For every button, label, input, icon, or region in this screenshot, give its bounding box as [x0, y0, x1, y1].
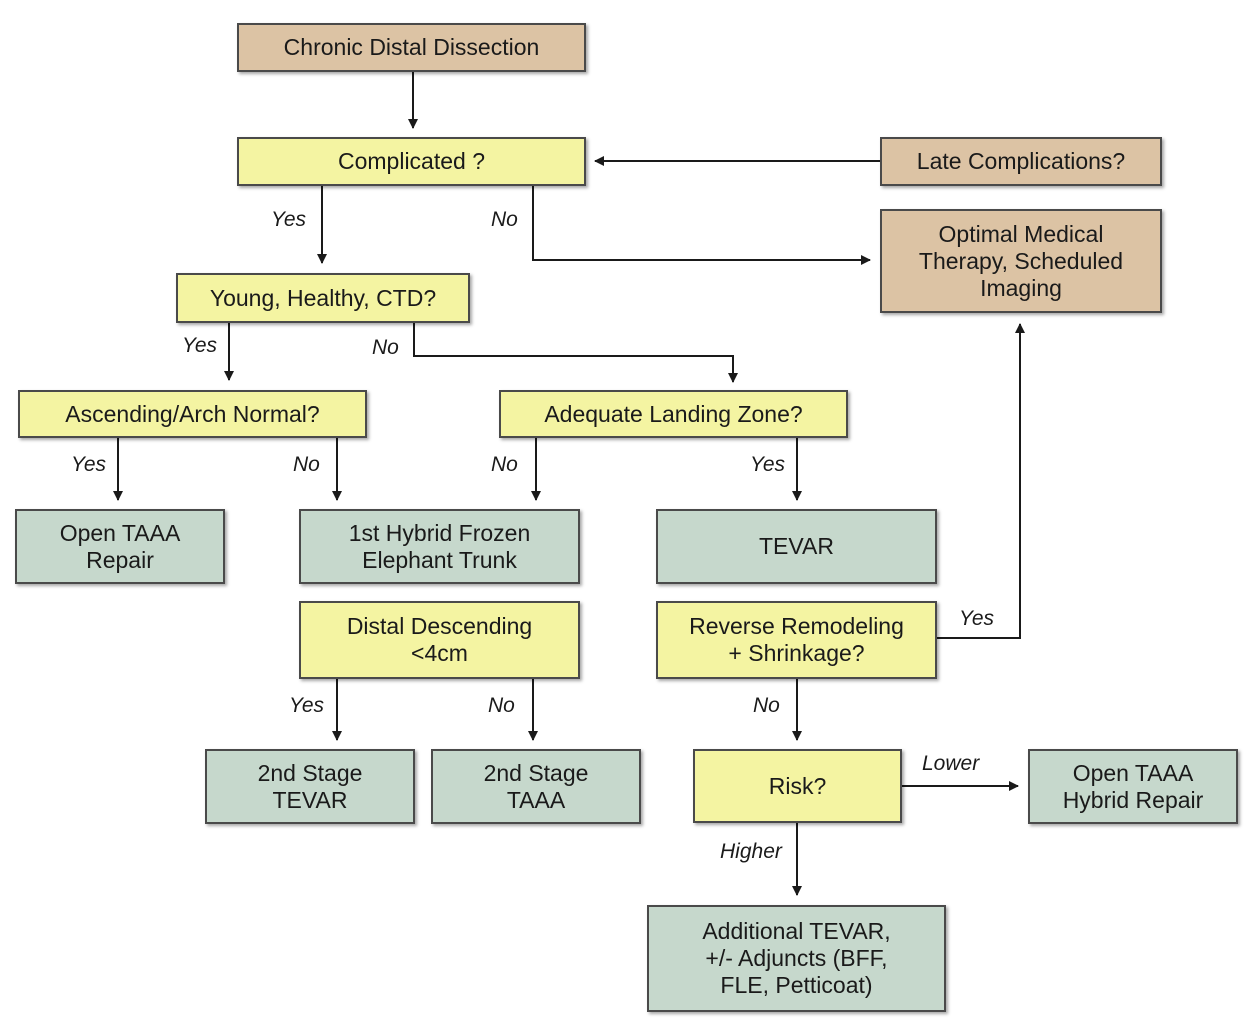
label-young-yes: Yes: [182, 334, 218, 357]
node-late-complications: Late Complications?: [880, 137, 1162, 186]
label-reverse-no: No: [753, 694, 780, 717]
node-optimal-medical-therapy: Optimal Medical Therapy, Scheduled Imagi…: [880, 209, 1162, 313]
node-2nd-stage-taaa: 2nd Stage TAAA: [431, 749, 641, 824]
node-open-taaa-repair: Open TAAA Repair: [15, 509, 225, 584]
node-distal-descending: Distal Descending <4cm: [299, 601, 580, 679]
arrow-complicated-no: [532, 186, 871, 265]
arrow-young-no: [413, 323, 738, 383]
label-asc-no: No: [293, 453, 320, 476]
node-complicated: Complicated ?: [237, 137, 586, 186]
label-complicated-no: No: [491, 208, 518, 231]
node-open-taaa-hybrid-repair: Open TAAA Hybrid Repair: [1028, 749, 1238, 824]
label-distal-no: No: [488, 694, 515, 717]
arrow-reverse-yes: [937, 323, 1025, 639]
label-reverse-yes: Yes: [959, 607, 995, 630]
node-risk: Risk?: [693, 749, 902, 823]
node-hybrid-frozen-elephant-trunk: 1st Hybrid Frozen Elephant Trunk: [299, 509, 580, 584]
label-risk-higher: Higher: [720, 840, 782, 863]
label-land-yes: Yes: [750, 453, 786, 476]
node-reverse-remodeling: Reverse Remodeling + Shrinkage?: [656, 601, 937, 679]
label-distal-yes: Yes: [289, 694, 325, 717]
label-asc-yes: Yes: [71, 453, 107, 476]
node-chronic-distal-dissection: Chronic Distal Dissection: [237, 23, 586, 72]
label-complicated-yes: Yes: [271, 208, 307, 231]
node-tevar: TEVAR: [656, 509, 937, 584]
node-additional-tevar: Additional TEVAR, +/- Adjuncts (BFF, FLE…: [647, 905, 946, 1012]
node-ascending-arch-normal: Ascending/Arch Normal?: [18, 390, 367, 438]
node-adequate-landing-zone: Adequate Landing Zone?: [499, 390, 848, 438]
label-risk-lower: Lower: [922, 752, 980, 775]
node-young-healthy-ctd: Young, Healthy, CTD?: [176, 273, 470, 323]
label-land-no: No: [491, 453, 518, 476]
label-young-no: No: [372, 336, 399, 359]
node-2nd-stage-tevar: 2nd Stage TEVAR: [205, 749, 415, 824]
